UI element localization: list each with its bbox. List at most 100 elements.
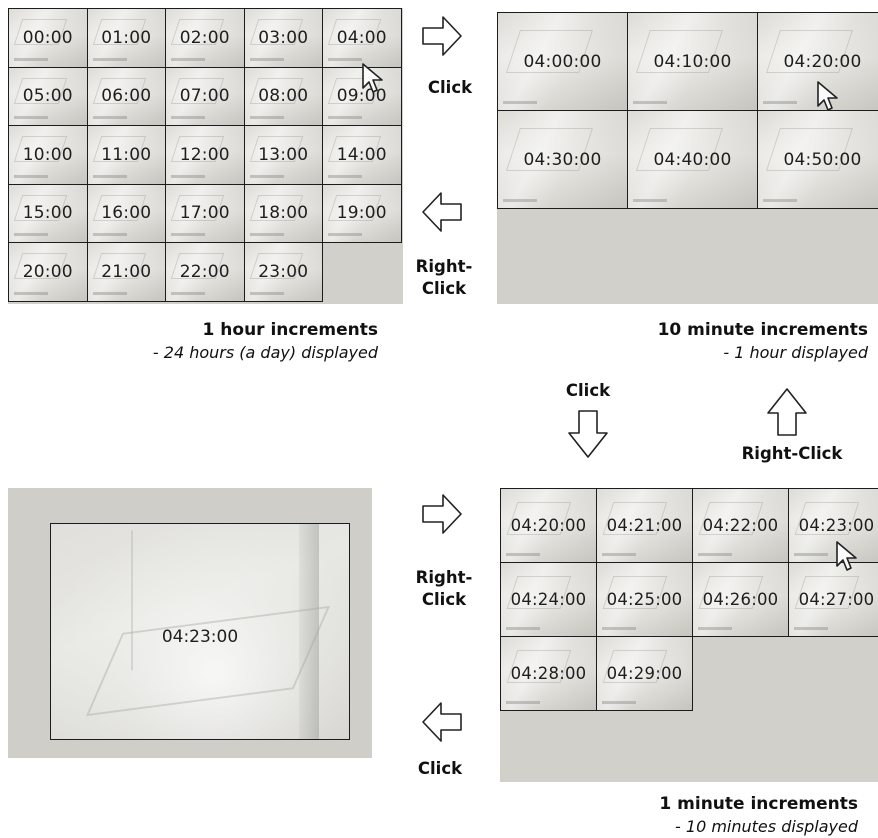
hour-grid: 00:00 01:00 02:00 03:00 04:00 05:00 06:00 07:00… (8, 8, 402, 302)
time-cell-label: 13:00 (258, 144, 309, 165)
time-cell[interactable]: 18:00 (244, 184, 323, 243)
time-cell[interactable]: 04:40:00 (628, 111, 758, 209)
camera-timestamp: 04:23:00 (161, 627, 239, 647)
time-cell[interactable]: 16:00 (87, 184, 166, 243)
click-label: Click (427, 78, 473, 97)
time-cell-label: 04:29:00 (606, 664, 683, 683)
time-cell[interactable]: 07:00 (166, 67, 245, 126)
time-cell[interactable]: 04:29:00 (597, 637, 693, 711)
arrow-right-icon (420, 14, 464, 58)
time-cell[interactable]: 04:23:00 (789, 489, 878, 563)
time-cell-label: 04:28:00 (510, 664, 587, 683)
time-cell[interactable]: 04:00:00 (498, 13, 628, 111)
time-cell-label: 20:00 (22, 261, 73, 282)
time-cell[interactable]: 05:00 (9, 67, 88, 126)
minute-grid-panel: 04:20:00 04:21:00 04:22:00 04:23:00 04:24:00… (500, 488, 878, 782)
time-cell[interactable]: 10:00 (9, 126, 88, 185)
time-cell[interactable]: 03:00 (244, 9, 323, 68)
time-cell[interactable]: 11:00 (87, 126, 166, 185)
mouse-pointer-icon (836, 541, 857, 571)
time-cell[interactable]: 06:00 (87, 67, 166, 126)
time-cell-label: 04:26:00 (702, 590, 779, 609)
time-cell-label: 04:10:00 (653, 51, 732, 72)
time-cell-label: 11:00 (101, 144, 152, 165)
time-cell[interactable]: 14:00 (323, 126, 402, 185)
camera-view: 04:23:00 (50, 523, 350, 740)
time-cell[interactable]: 04:50:00 (758, 111, 878, 209)
time-cell[interactable]: 04:30:00 (498, 111, 628, 209)
time-cell[interactable]: 04:24:00 (501, 563, 597, 637)
time-cell-label: 04:23:00 (798, 516, 875, 535)
time-cell-label: 04:50:00 (783, 149, 862, 170)
time-cell-label: 04:25:00 (606, 590, 683, 609)
time-cell[interactable]: 22:00 (166, 243, 245, 302)
time-cell-label: 00:00 (22, 27, 73, 48)
arrow-right-icon (420, 492, 464, 536)
right-click-label: Right- Click (414, 256, 474, 300)
right-click-line1: Right- (415, 257, 473, 276)
time-cell[interactable]: 04:20:00 (501, 489, 597, 563)
right-click-line2: Click (421, 590, 467, 609)
time-cell[interactable]: 20:00 (9, 243, 88, 302)
right-click-line1: Right- (415, 568, 473, 587)
time-cell-label: 04:22:00 (702, 516, 779, 535)
time-cell-label: 02:00 (179, 27, 230, 48)
arrow-up-icon (765, 386, 809, 436)
time-cell-label: 04:20:00 (510, 516, 587, 535)
time-cell-label: 06:00 (101, 86, 152, 107)
time-cell[interactable]: 04:27:00 (789, 563, 878, 637)
minute-grid: 04:20:00 04:21:00 04:22:00 04:23:00 04:24:00… (500, 488, 878, 711)
time-cell-label: 17:00 (179, 203, 230, 224)
time-cell[interactable]: 04:25:00 (597, 563, 693, 637)
time-cell[interactable]: 09:00 (323, 67, 402, 126)
time-cell-label: 15:00 (22, 203, 73, 224)
time-cell[interactable]: 15:00 (9, 184, 88, 243)
time-cell-label: 04:24:00 (510, 590, 587, 609)
time-cell-label: 05:00 (22, 86, 73, 107)
ten-minute-caption-sub: - 1 hour displayed (723, 343, 868, 362)
time-cell-label: 19:00 (336, 203, 387, 224)
arrow-down-icon (566, 408, 610, 458)
click-label: Click (565, 381, 611, 400)
time-cell-label: 04:21:00 (606, 516, 683, 535)
arrow-left-icon (420, 190, 464, 234)
time-cell[interactable]: 08:00 (244, 67, 323, 126)
time-cell[interactable]: 00:00 (9, 9, 88, 68)
time-cell[interactable]: 04:28:00 (501, 637, 597, 711)
minute-caption-sub: - 10 minutes displayed (675, 817, 858, 836)
time-cell[interactable]: 13:00 (244, 126, 323, 185)
ten-minute-caption: 10 minute increments - 1 hour displayed (658, 318, 868, 364)
time-cell-label: 10:00 (22, 144, 73, 165)
empty-cell (323, 243, 402, 302)
time-cell[interactable]: 17:00 (166, 184, 245, 243)
time-cell-label: 08:00 (258, 86, 309, 107)
time-cell-label: 01:00 (101, 27, 152, 48)
time-cell[interactable]: 23:00 (244, 243, 323, 302)
time-cell[interactable]: 12:00 (166, 126, 245, 185)
time-cell[interactable]: 19:00 (323, 184, 402, 243)
time-cell[interactable]: 04:21:00 (597, 489, 693, 563)
hour-grid-panel: 00:00 01:00 02:00 03:00 04:00 05:00 06:00 07:00… (8, 8, 403, 304)
click-label: Click (417, 759, 463, 778)
single-camera-panel: 04:23:00 (8, 488, 372, 758)
right-click-label: Right-Click (741, 444, 843, 463)
time-cell[interactable]: 04:10:00 (628, 13, 758, 111)
time-cell[interactable]: 04:00 (323, 9, 402, 68)
time-cell[interactable]: 01:00 (87, 9, 166, 68)
time-cell[interactable]: 04:26:00 (693, 563, 789, 637)
minute-caption: 1 minute increments - 10 minutes display… (659, 792, 858, 838)
mouse-pointer-icon (362, 63, 383, 93)
right-click-line2: Click (421, 279, 467, 298)
time-cell-label: 16:00 (101, 203, 152, 224)
time-cell-label: 04:00:00 (523, 51, 602, 72)
time-cell[interactable]: 02:00 (166, 9, 245, 68)
arrow-left-icon (420, 700, 464, 744)
time-cell[interactable]: 04:22:00 (693, 489, 789, 563)
time-cell-label: 03:00 (258, 27, 309, 48)
time-cell-label: 04:40:00 (653, 149, 732, 170)
time-cell[interactable]: 21:00 (87, 243, 166, 302)
time-cell-label: 04:27:00 (798, 590, 875, 609)
time-cell-label: 12:00 (179, 144, 230, 165)
